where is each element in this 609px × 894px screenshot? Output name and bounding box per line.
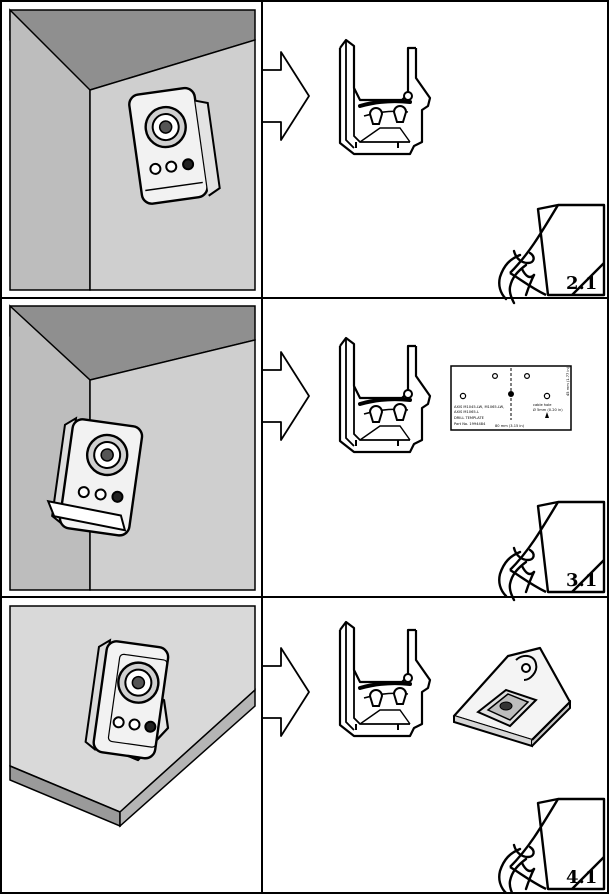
row-3-manual-reference: 4.1 bbox=[499, 799, 604, 894]
template-models-line-2: AXIS M1065-L bbox=[454, 410, 479, 414]
row-3-arrow-icon bbox=[263, 648, 309, 736]
step-row-2: AXIS M1045-LW, M1065-LW, AXIS M1065-L DR… bbox=[1, 298, 608, 600]
template-part-no: Part No. 1994484 bbox=[454, 422, 486, 426]
drill-template: AXIS M1045-LW, M1065-LW, AXIS M1065-L DR… bbox=[451, 366, 571, 430]
template-dim-horizontal: 80 mm (3.15 in) bbox=[495, 424, 525, 428]
row-2-arrow-icon bbox=[263, 352, 309, 440]
desk-stand bbox=[454, 648, 570, 746]
row-3-step-ref: 4.1 bbox=[566, 867, 597, 888]
row-1-step-ref: 2.1 bbox=[566, 273, 597, 294]
row-3-bracket bbox=[340, 622, 430, 736]
row-2-step-ref: 3.1 bbox=[566, 570, 597, 591]
row-1-scene-wall-corner bbox=[10, 10, 255, 290]
template-hole-note-1: cable hole bbox=[533, 403, 552, 407]
row-1-camera-on-wall bbox=[128, 85, 221, 205]
template-hole-note-2: Ø 5mm (0.20 in) bbox=[533, 407, 563, 412]
step-row-3: 4.1 bbox=[1, 597, 608, 894]
step-row-1: 2.1 bbox=[1, 1, 608, 303]
row-1-manual-reference: 2.1 bbox=[499, 205, 604, 303]
template-models-line-1: AXIS M1045-LW, M1065-LW, bbox=[454, 405, 504, 409]
row-2-manual-reference: 3.1 bbox=[499, 502, 604, 600]
row-3-camera-on-stand bbox=[84, 639, 169, 760]
row-1-arrow-icon bbox=[263, 52, 309, 140]
row-1-bracket bbox=[340, 40, 430, 154]
template-dim-vertical: 45 mm (1.77 in) bbox=[566, 366, 570, 396]
template-title: DRILL TEMPLATE bbox=[454, 416, 485, 420]
row-2-bracket bbox=[340, 338, 430, 452]
